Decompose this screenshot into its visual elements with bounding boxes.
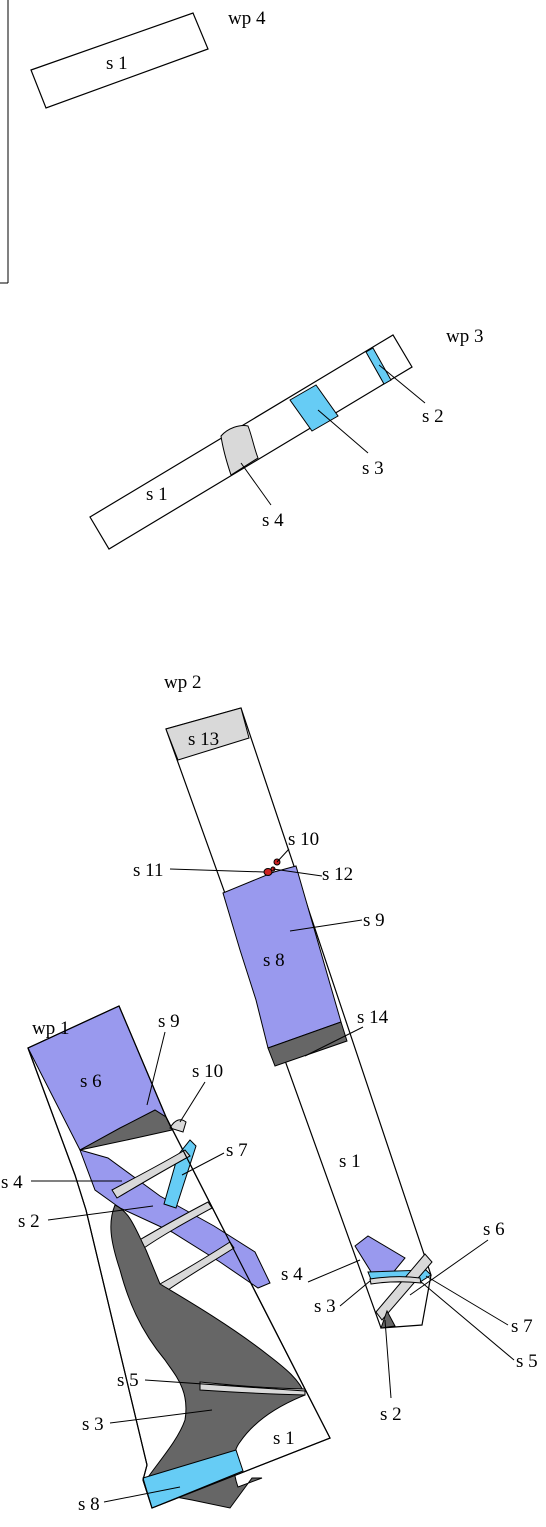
wp1-label-s4: s 4 [1, 1172, 23, 1193]
wp2-label-s6: s 6 [483, 1219, 505, 1240]
wp2-zone-s2 [380, 1309, 396, 1329]
wp2-label-s2: s 2 [380, 1404, 402, 1425]
wp2-leader-s3 [339, 1280, 371, 1307]
wp2-leader-s4 [307, 1259, 361, 1283]
wp1-vein-s4-c [159, 1241, 235, 1293]
wp4-sample: wp 4 s 1 [30, 8, 266, 109]
wp1-label-s9: s 9 [158, 1011, 180, 1032]
wp3-leader-s3 [317, 409, 369, 454]
wp2-title: wp 2 [164, 672, 201, 693]
wp2-label-s3: s 3 [314, 1296, 336, 1317]
wp3-sample: wp 3 s 1 s 4 s 3 s 2 [89, 326, 483, 550]
wp2-leader-s2 [384, 1319, 392, 1399]
wp4-label-s1: s 1 [106, 53, 128, 74]
wp1-title: wp 1 [32, 1018, 69, 1039]
wp2-vein-s5 [369, 1276, 422, 1285]
wp1-leader-s3 [109, 1409, 213, 1424]
wp1-label-s10: s 10 [192, 1061, 223, 1082]
wp2-label-s7: s 7 [511, 1316, 533, 1337]
wp2-label-s13: s 13 [188, 729, 219, 750]
wp3-leader-s4 [240, 462, 272, 506]
wp3-zone-s4 [220, 425, 259, 476]
wp1-label-s5: s 5 [117, 1370, 139, 1391]
wp1-label-s7: s 7 [226, 1140, 248, 1161]
wp2-leader-s11 [169, 868, 265, 873]
wp2-label-s11: s 11 [133, 860, 163, 881]
wp2-label-s4: s 4 [281, 1264, 303, 1285]
wp2-leader-s7 [425, 1275, 509, 1326]
wp1-zone-s3 [110, 1204, 306, 1509]
wp2-leader-s6 [409, 1239, 489, 1296]
wp2-label-s5: s 5 [516, 1351, 538, 1372]
wp1-label-s8: s 8 [78, 1494, 100, 1515]
wp3-label-s2: s 2 [422, 406, 444, 427]
wp3-title: wp 3 [446, 326, 483, 347]
wp2-label-s10: s 10 [288, 829, 319, 850]
wp2-label-s12: s 12 [322, 864, 353, 885]
wp2-zone-s4 [354, 1235, 406, 1276]
wp2-leader-s5 [419, 1280, 515, 1361]
wp1-label-s2: s 2 [18, 1211, 40, 1232]
wp4-title: wp 4 [228, 8, 266, 29]
wp1-section-outline-top [27, 1005, 331, 1509]
wp3-zone-s3 [289, 384, 339, 432]
wp1-label-s1: s 1 [273, 1428, 295, 1449]
wp2-leader-s12 [272, 868, 323, 877]
wp1-leader-s2 [47, 1205, 154, 1221]
wp1-sample: wp 1 s 9 s 6 s 10 s 7 s 4 s 2 s 5 s 3 s … [1, 1005, 331, 1515]
wp2-leader-s10 [276, 848, 290, 863]
wp1-leader-s10 [179, 1081, 206, 1123]
wp2-sample: wp 2 s 13 s 10 s 12 s 11 s 9 s 8 s 14 s … [133, 672, 538, 1425]
wp1-leader-s8 [103, 1486, 181, 1503]
wp4-section-outline [30, 12, 209, 109]
wp2-leader-s9 [289, 919, 363, 932]
wp3-label-s4: s 4 [262, 510, 284, 531]
wp3-label-s3: s 3 [362, 458, 384, 479]
wp3-label-s1: s 1 [146, 484, 168, 505]
wp3-zone-s2 [365, 347, 392, 385]
wp1-zone-s10 [169, 1119, 187, 1133]
wp2-label-s14: s 14 [357, 1007, 389, 1028]
wp2-zone-s13 [165, 707, 250, 761]
wp2-label-s8: s 8 [263, 950, 285, 971]
wp1-leader-s9 [146, 1031, 166, 1106]
wp2-zone-s14 [267, 1021, 348, 1067]
wp3-leader-s2 [378, 364, 426, 404]
wp2-label-s9: s 9 [363, 910, 385, 931]
wp1-leader-s5 [144, 1379, 306, 1392]
wp2-vein-s6 [375, 1253, 433, 1321]
wp1-label-s6: s 6 [80, 1071, 102, 1092]
wp1-leader-s7 [181, 1152, 225, 1176]
wp2-label-s1: s 1 [339, 1151, 361, 1172]
wp1-vein-s4-a [111, 1149, 191, 1199]
wp2-leader-s14 [304, 1026, 364, 1057]
wp1-label-s3: s 3 [82, 1414, 104, 1435]
